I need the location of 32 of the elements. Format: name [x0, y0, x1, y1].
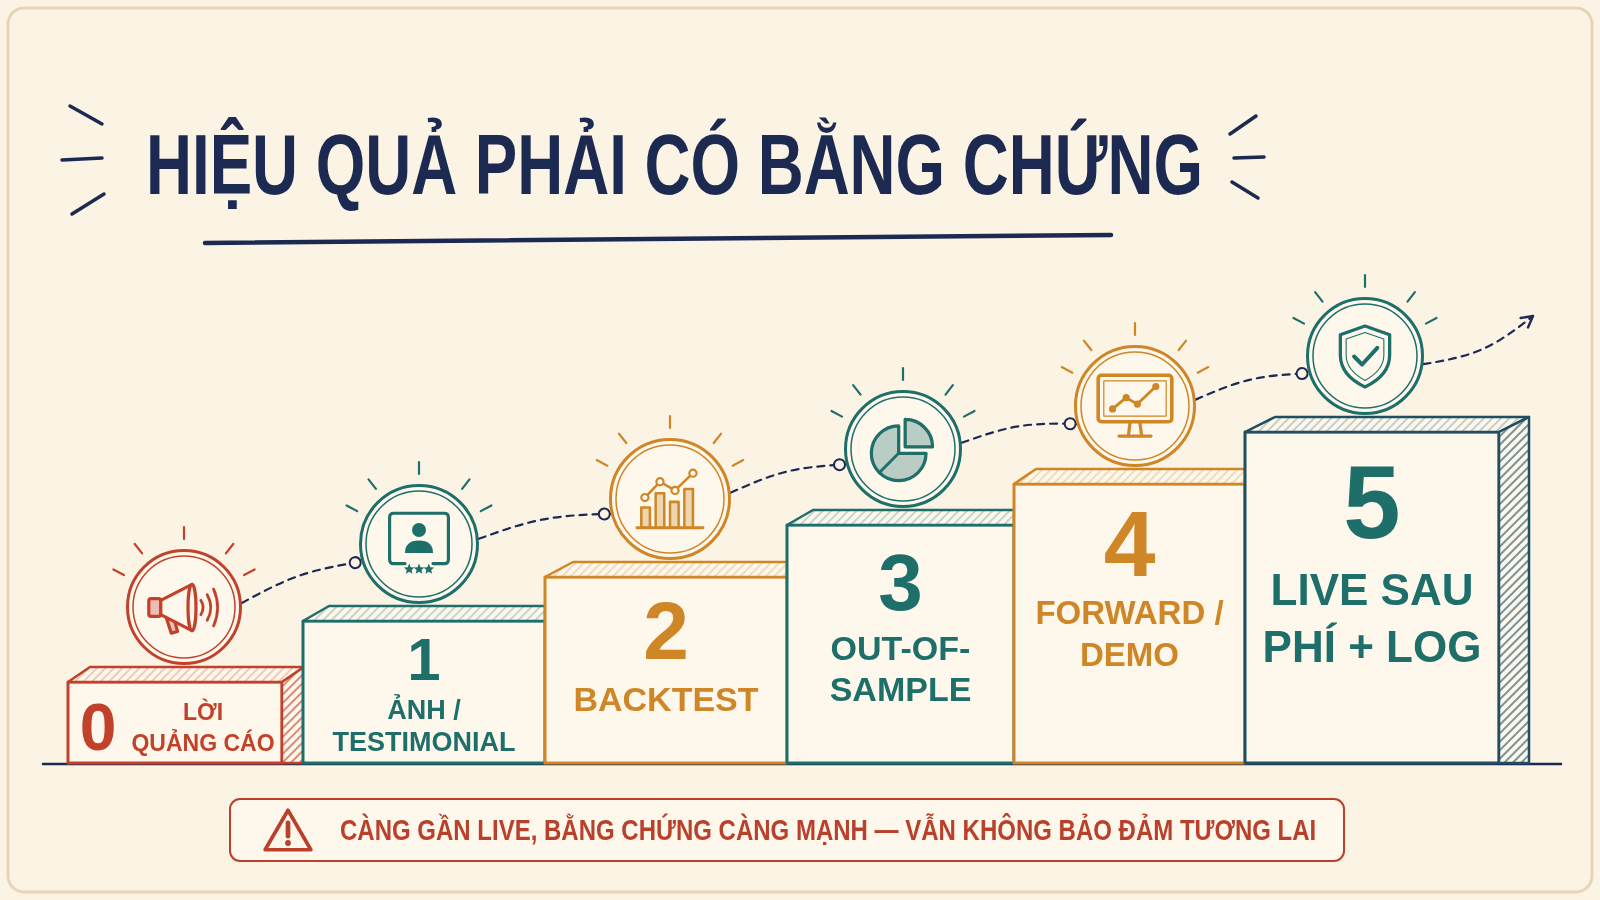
- title: HIỆU QUẢ PHẢI CÓ BẰNG CHỨNG: [145, 115, 1203, 214]
- step-number: 4: [1102, 498, 1157, 591]
- step-label: ẢNH / TESTIMONIAL: [331, 695, 517, 759]
- step-label: BACKTEST: [572, 679, 760, 720]
- step-block: [1243, 415, 1531, 765]
- round-badge: [1306, 297, 1424, 415]
- step-label: FORWARD / DEMO: [1034, 593, 1225, 675]
- round-badge: [844, 390, 962, 508]
- round-badge: [126, 549, 242, 665]
- step-label: OUT-OF-SAMPLE: [828, 628, 973, 710]
- step-block: [1012, 467, 1247, 765]
- round-badge: [359, 484, 479, 604]
- round-badge: [609, 438, 731, 560]
- step-label: LỜI QUẢNG CÁO: [130, 697, 276, 759]
- round-badge: [1074, 345, 1196, 467]
- step-label: LIVE SAU PHÍ + LOG: [1261, 564, 1483, 674]
- dashed-connector: [1194, 367, 1310, 401]
- warning-text: CÀNG GẦN LIVE, BẰNG CHỨNG CÀNG MẠNH — VẪN KHÔNG BẢO ĐẢM TƯƠNG LAI: [340, 812, 1317, 848]
- dashed-connector: [729, 458, 848, 494]
- step-number: 3: [877, 543, 924, 623]
- dashed-connector: [960, 417, 1078, 444]
- step-block: [785, 508, 1016, 765]
- dashed-connector: [477, 507, 612, 540]
- warning-banner: [229, 798, 1345, 862]
- step-number: 2: [642, 590, 690, 672]
- step-number: 1: [406, 630, 442, 690]
- dashed-connector: [240, 556, 363, 605]
- step-block: [301, 604, 547, 765]
- dashed-connector: [1422, 314, 1535, 366]
- step-number: 5: [1342, 451, 1402, 554]
- step-block: [543, 560, 789, 765]
- step-number: 0: [78, 694, 118, 760]
